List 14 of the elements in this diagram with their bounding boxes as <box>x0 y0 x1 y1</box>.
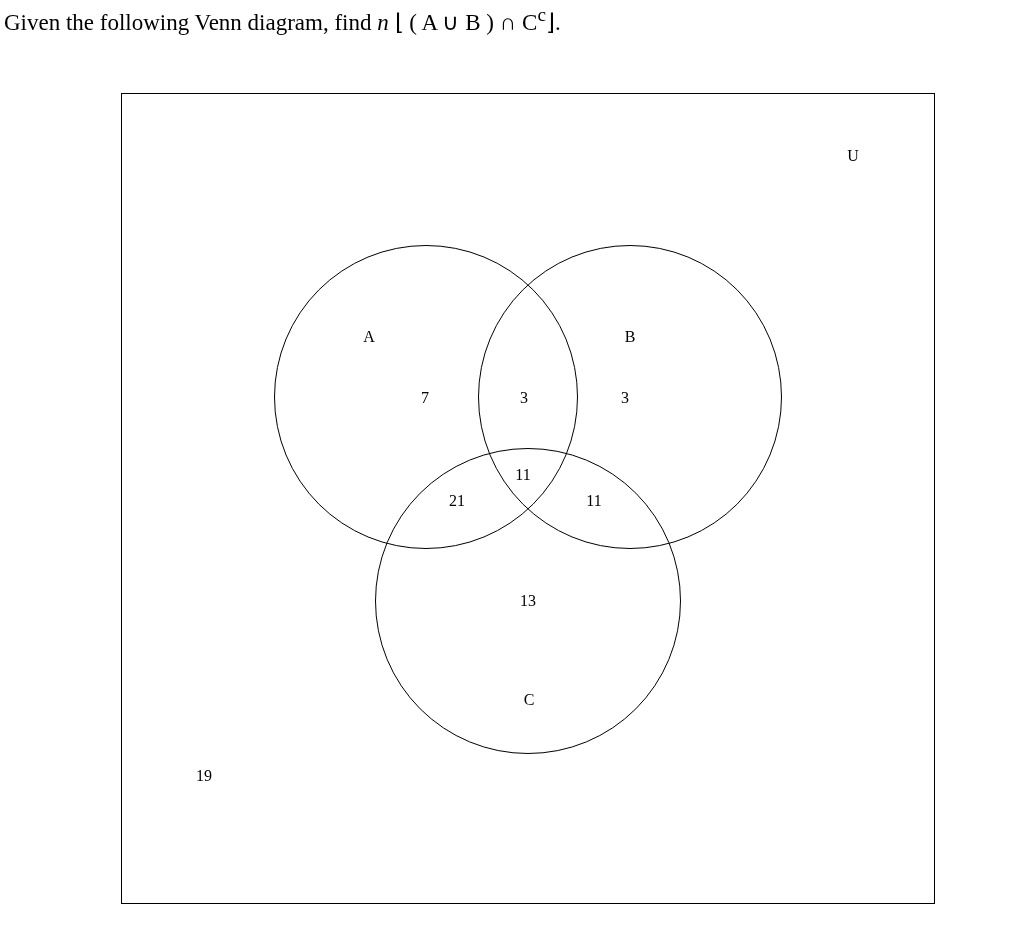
set-label: A <box>363 329 375 345</box>
question-text: Given the following Venn diagram, find n ⌊ ( A ∪ B ) ∩ C$^{c}$⌋. <box>4 4 561 36</box>
set-label: C <box>523 692 535 708</box>
set-label: U <box>847 148 859 164</box>
region-count: 7 <box>421 390 429 406</box>
region-count: 3 <box>621 390 629 406</box>
set-label: B <box>624 329 636 345</box>
region-count: 21 <box>449 493 465 509</box>
region-count: 19 <box>196 768 212 784</box>
region-count: 11 <box>515 467 531 483</box>
region-count: 11 <box>586 493 602 509</box>
region-count: 3 <box>520 390 528 406</box>
universal-set-box <box>121 93 935 904</box>
region-count: 13 <box>520 593 536 609</box>
